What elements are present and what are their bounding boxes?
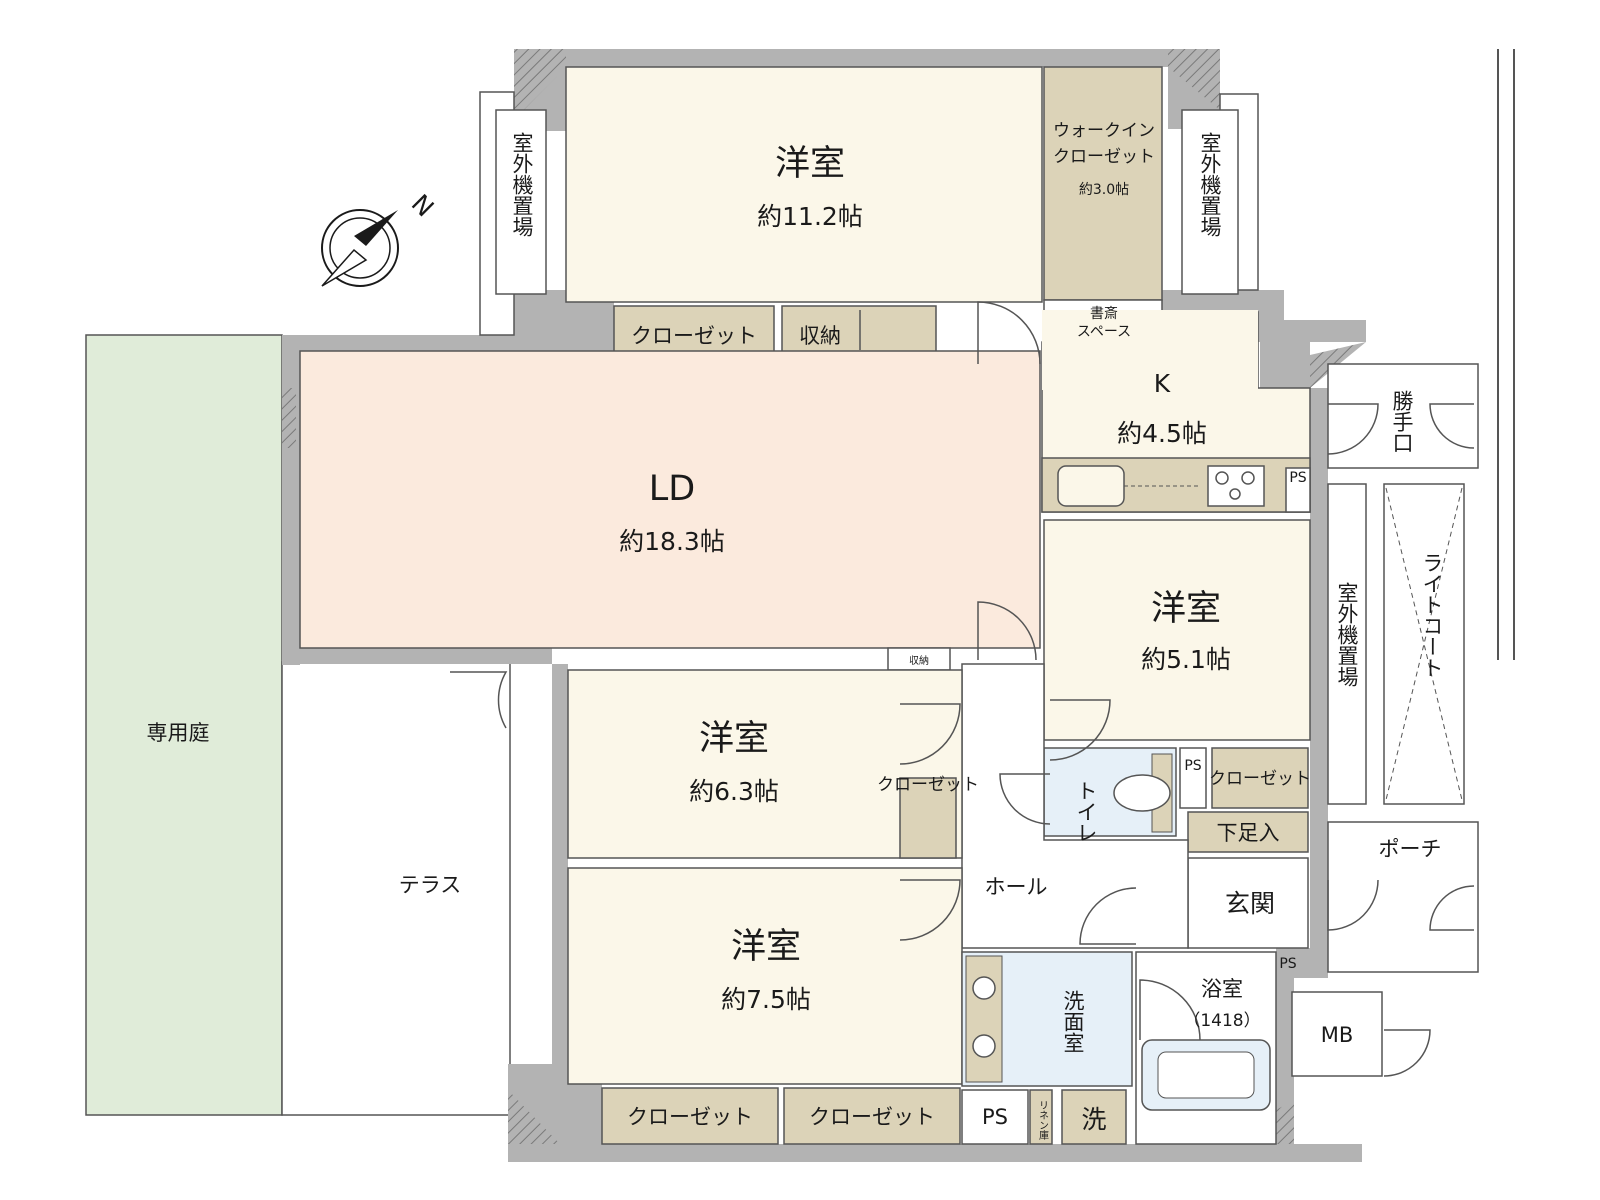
ps-kitchen-label: PS (1289, 470, 1306, 486)
senmen-label: 洗面室 (1061, 990, 1085, 1053)
ps-toilet-box (1179, 747, 1207, 809)
closet-top-label: クローゼット (631, 324, 757, 348)
katte-area (1327, 363, 1479, 469)
room-yoshitsu-7-floor (567, 867, 963, 1085)
toilet-bowl-icon (1113, 774, 1171, 812)
room-yoshitsu-6-floor (567, 669, 963, 859)
walkin-area: 約3.0帖 (1079, 182, 1129, 198)
yoshitsu-11-name: 洋室 (775, 144, 845, 184)
terrace-area (281, 661, 511, 1116)
toilet-label: トイレ (1074, 780, 1098, 843)
compass-north-label: N (406, 189, 440, 223)
yoshitsu-5-area: 約5.1帖 (1141, 645, 1231, 674)
ac-right-label: 室外機置場 (1335, 582, 1359, 687)
mb-label: MB (1321, 1023, 1354, 1047)
washer-box (1061, 1089, 1127, 1145)
walkin-name-2: クローゼット (1053, 147, 1155, 167)
garden-label: 専用庭 (147, 721, 210, 745)
linen-label: リネン庫 (1037, 1100, 1049, 1141)
ac-right-area (1327, 483, 1367, 805)
closet-bottom-2-label: クローゼット (809, 1105, 935, 1129)
study-line-1: 書斎 (1090, 305, 1118, 322)
katte-label: 勝手口 (1390, 390, 1414, 453)
room-yoshitsu-5-floor (1043, 519, 1311, 741)
closet-5-box (1211, 747, 1309, 809)
walkin-name-1: ウォークイン (1053, 121, 1155, 141)
genkan-label: 玄関 (1225, 889, 1275, 918)
genkan-floor (1187, 857, 1309, 949)
wall-hatching (282, 49, 1366, 1144)
washer-label: 洗 (1081, 1105, 1106, 1134)
ps-toilet-label: PS (1184, 758, 1201, 774)
compass-icon (321, 209, 399, 287)
ac-top-right-label: 室外機置場 (1198, 132, 1222, 237)
garden-area (85, 334, 283, 1116)
ps-bottom-label: PS (982, 1105, 1008, 1129)
kitchen-area: 約4.5帖 (1117, 419, 1207, 448)
closet-5-label: クローゼット (1209, 769, 1311, 789)
yoshitsu-6-name: 洋室 (699, 719, 769, 759)
room-yoshitsu-11-floor (565, 66, 1043, 303)
yoshitsu-7-name: 洋室 (731, 927, 801, 967)
terrace-label: テラス (399, 873, 462, 897)
kitchen-sink-icon (1057, 465, 1125, 507)
closet-6-box (899, 777, 957, 859)
yoshitsu-6-area: 約6.3帖 (689, 777, 779, 806)
getabako-box (1187, 811, 1309, 853)
yoshitsu-7-area: 約7.5帖 (721, 985, 811, 1014)
shuno-top-label: 収納 (799, 324, 841, 348)
kitchen-stove-icon (1207, 465, 1265, 507)
ld-area: 約18.3帖 (619, 527, 725, 556)
hall-label: ホール (985, 875, 1048, 899)
ps-kitchen-box (1285, 467, 1311, 513)
lightcourt-area (1383, 483, 1465, 805)
yoshitsu-5-name: 洋室 (1151, 589, 1221, 629)
lightcourt-label: ライトコート (1420, 552, 1444, 678)
ld-name: LD (649, 469, 695, 509)
closet-bottom-1-label: クローゼット (627, 1105, 753, 1129)
ac-left-label: 室外機置場 (510, 132, 534, 237)
yoshitsu-11-area: 約11.2帖 (757, 202, 863, 231)
ps-bottom-box (961, 1089, 1029, 1145)
walkin-closet-floor (1043, 66, 1163, 301)
mb-box (1291, 991, 1383, 1077)
door-swings (450, 301, 1475, 1077)
ps-bath-label: PS (1279, 956, 1296, 972)
bath-size: （1418） (1183, 1011, 1260, 1031)
porch-label: ポーチ (1379, 837, 1442, 861)
bath-name: 浴室 (1201, 977, 1243, 1001)
closet-bottom-1-box (601, 1087, 779, 1145)
vanity-counter (965, 955, 1003, 1083)
closet-6-label: クローゼット (877, 775, 979, 795)
room-ld-floor (299, 350, 1041, 649)
getabako-label: 下足入 (1217, 821, 1280, 845)
linen-box (1029, 1089, 1053, 1145)
shuno-small-label: 収納 (909, 654, 929, 667)
closet-bottom-2-box (783, 1087, 961, 1145)
study-line-2: スペース (1077, 324, 1131, 340)
porch-area (1327, 821, 1479, 973)
kitchen-name: K (1154, 369, 1171, 398)
